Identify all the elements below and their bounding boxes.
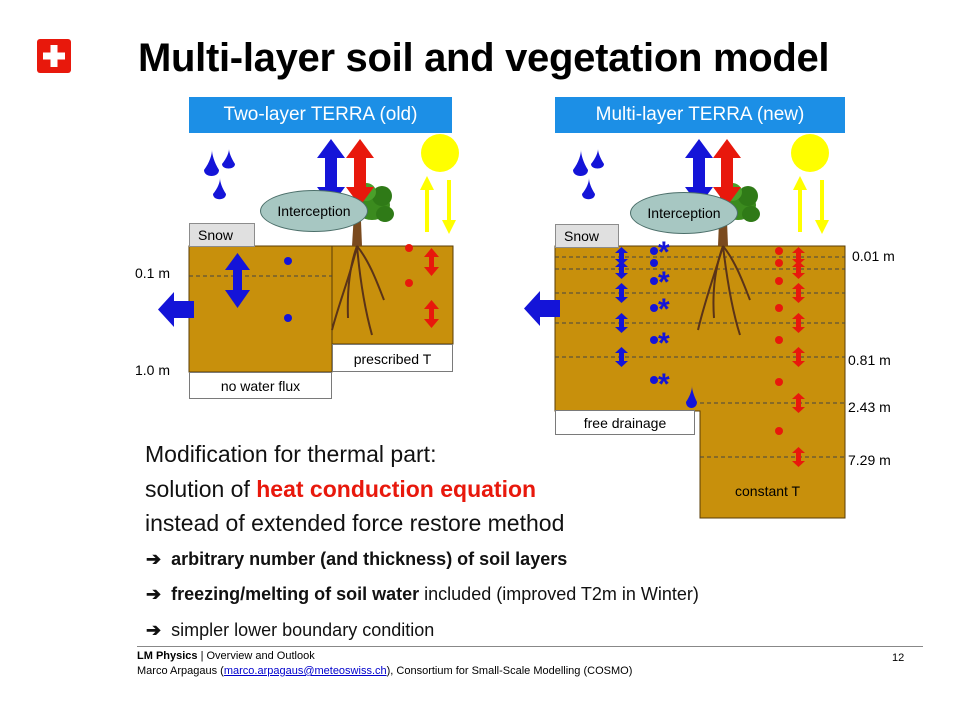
right-temperature-node [775,259,783,267]
right-water-node [650,259,658,267]
water-flux-arrow-icon [615,261,628,279]
left-heat-flux-arrow-icon [424,248,439,276]
right-constant-t-label: constant T [735,483,801,499]
heat-flux-arrow-icon [792,261,805,279]
freeze-symbol: * [658,266,670,299]
water-flux-arrow-icon [615,313,628,333]
bullet-1: ➔ arbitrary number (and thickness) of so… [146,549,568,569]
right-depth-label-2: 0.81 m [848,352,891,368]
water-flux-arrow-icon [615,283,628,303]
right-interception-ellipse: Interception [630,192,738,234]
heat-flux-arrow-icon [792,347,805,367]
left-prescribed-t-label: prescribed T [332,344,453,372]
left-panel-banner: Two-layer TERRA (old) [189,97,452,133]
right-sensible-heat-arrow-icon [713,139,741,206]
footer-line-2: Marco Arpagaus (marco.arpagaus@meteoswis… [137,665,633,677]
right-sun-icon [791,134,829,172]
heat-flux-arrow-icon [792,313,805,333]
left-runoff-arrow-icon [158,292,194,327]
drainage-drop-icon [686,386,697,408]
right-temperature-nodes [775,247,783,435]
left-radiation-arrows-icon [420,176,456,234]
right-depth-label-1: 0.01 m [852,248,895,264]
left-temperature-node [405,244,413,252]
freeze-symbol: * [658,327,670,360]
left-soil-thermal-column [331,245,454,345]
right-temperature-node [775,304,783,312]
freeze-symbol: * [658,293,670,326]
right-heat-flux-arrows [792,247,805,467]
freeze-symbol: * [658,236,670,269]
body-line-3: instead of extended force restore method [145,510,565,536]
right-depth-label-3: 2.43 m [848,399,891,415]
freeze-symbol: * [658,368,670,401]
left-soil-water-column [188,245,333,373]
heat-conduction-highlight: heat conduction equation [256,476,537,502]
left-sun-icon [421,134,459,172]
right-panel-banner: Multi-layer TERRA (new) [555,97,845,133]
left-interception-ellipse: Interception [260,190,368,232]
footer-line-1: LM Physics | Overview and Outlook [137,650,315,662]
left-sensible-heat-arrow-icon [346,139,374,206]
footer-divider [137,646,923,647]
left-rain-drops-icon [204,149,235,200]
right-depth-label-4: 7.29 m [848,452,891,468]
right-temperature-node [775,336,783,344]
right-temperature-node [775,427,783,435]
heat-flux-arrow-icon [792,393,805,413]
left-water-node [284,257,292,265]
right-water-node [650,376,658,384]
left-water-node [284,314,292,322]
page-number: 12 [892,652,905,664]
right-radiation-arrows-icon [793,176,829,234]
bullet-arrow-icon: ➔ [146,549,162,569]
water-flux-arrow-icon [615,347,628,367]
bullet-2: ➔ freezing/melting of soil water include… [146,584,699,604]
right-rain-drops-icon [573,149,604,200]
right-snow-box: Snow [555,224,619,248]
right-temperature-node [775,277,783,285]
body-line-2: solution of heat conduction equation [145,476,536,503]
left-soil-water-flux-arrow-icon [225,253,250,308]
right-water-node [650,247,658,255]
heat-flux-arrow-icon [792,447,805,467]
author-email-link[interactable]: marco.arpagaus@meteoswiss.ch [223,665,387,677]
right-water-nodes [650,247,658,384]
swiss-flag-logo-icon [37,39,71,73]
right-temperature-node [775,247,783,255]
bullet-arrow-icon: ➔ [146,584,162,604]
right-water-node [650,304,658,312]
heat-flux-arrow-icon [792,283,805,303]
right-water-node [650,277,658,285]
left-snow-box: Snow [189,223,255,247]
left-depth-label-bottom: 1.0 m [135,362,171,378]
right-water-node [650,336,658,344]
left-heat-flux-arrow-icon [424,300,439,328]
bullet-3: ➔ simpler lower boundary condition [146,620,435,640]
left-temperature-node [405,279,413,287]
body-line-2-prefix: solution of [145,476,257,502]
right-runoff-arrow-icon [524,291,560,326]
page-title: Multi-layer soil and vegetation model [138,36,830,80]
right-temperature-node [775,378,783,386]
right-free-drainage-label: free drainage [555,410,695,435]
bullet-arrow-icon: ➔ [146,620,162,640]
body-line-1: Modification for thermal part: [145,441,437,467]
right-water-flux-arrows [615,247,628,367]
left-no-water-flux-label: no water flux [189,372,332,399]
left-depth-label-top: 0.1 m [135,265,171,281]
